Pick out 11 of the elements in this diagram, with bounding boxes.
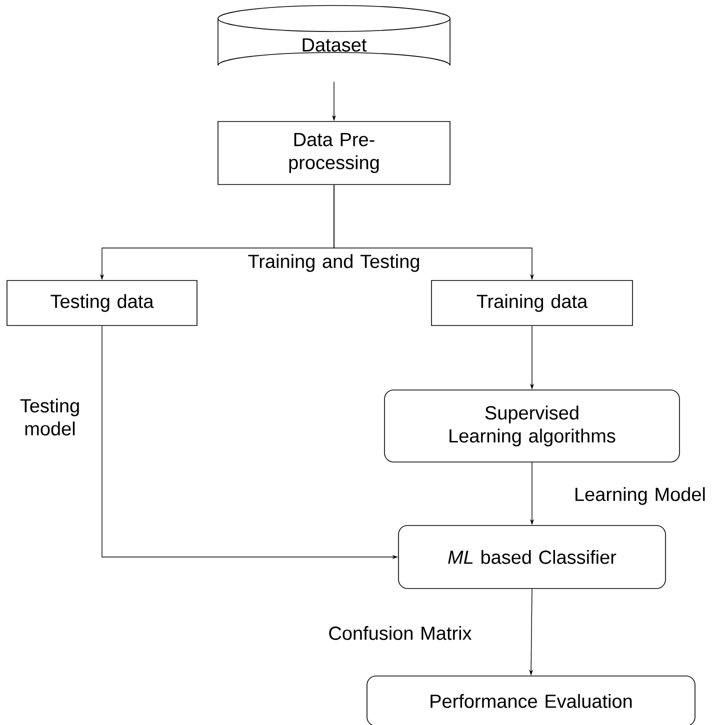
rounded-process-box: Supervised Learning algorithms xyxy=(384,390,680,462)
rounded-process-box: Performance Evaluation xyxy=(366,676,696,725)
edge-label: Confusion Matrix xyxy=(329,626,472,640)
rounded-process-box: ML based Classifier xyxy=(398,525,666,589)
process-box: Testing data xyxy=(6,280,198,326)
process-box: Training data xyxy=(431,280,633,326)
edge-label: Learning Model xyxy=(576,487,705,505)
edge-label: Training and Testing xyxy=(248,254,419,272)
process-box: Data Pre-processing xyxy=(218,121,450,185)
database-cylinder: Dataset xyxy=(218,5,450,66)
edge-label: Testing model xyxy=(20,398,79,436)
